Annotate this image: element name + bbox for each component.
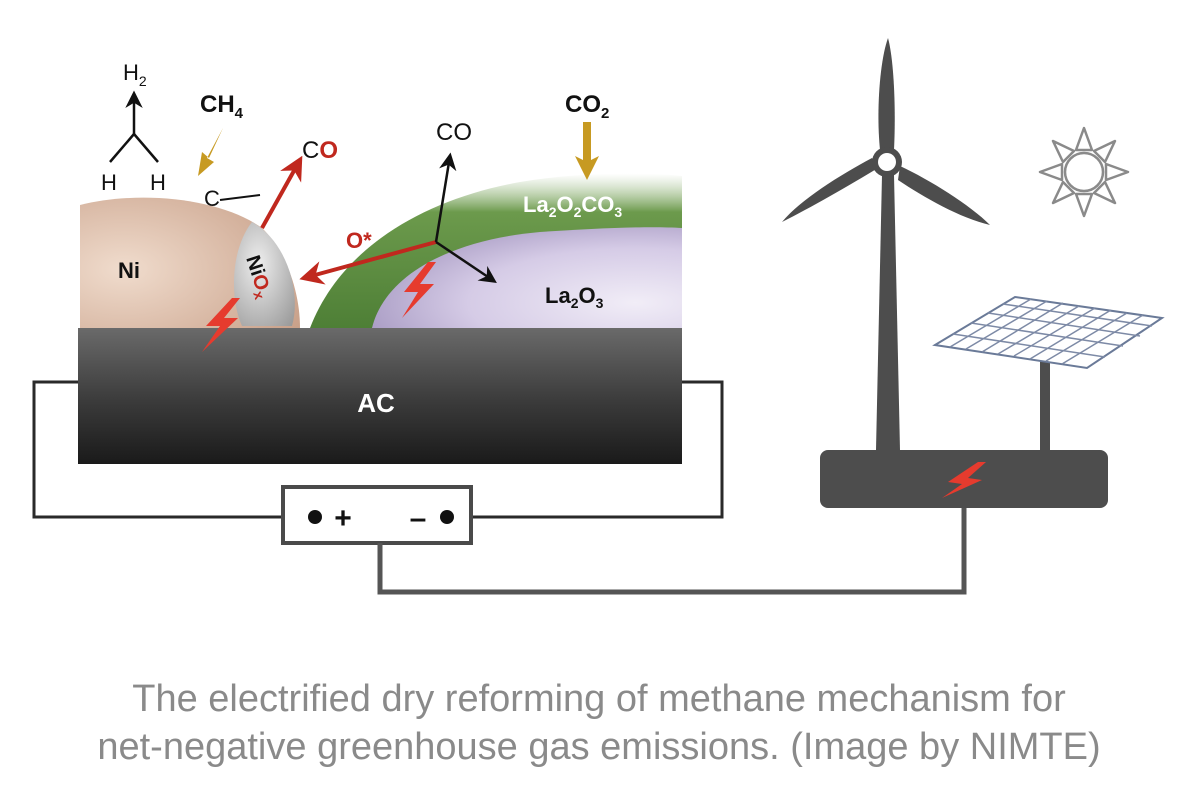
ac-support [78, 328, 682, 464]
h2-label: H2 [123, 60, 147, 89]
co-up-arrow [434, 152, 457, 243]
co2-gold-arrow [575, 122, 599, 180]
h-left-label: H [101, 170, 117, 195]
wire-right [447, 380, 724, 519]
o-star-label: O* [346, 228, 372, 253]
carbon-label: C [204, 186, 220, 211]
caption-line-1: The electrified dry reforming of methane… [132, 678, 1066, 720]
ac-label: AC [357, 388, 395, 418]
h-bond-left [109, 133, 135, 163]
caption-line-2: net-negative greenhouse gas emissions. (… [97, 726, 1101, 768]
wind-turbine-icon [782, 38, 990, 450]
svg-text:La2O2CO3: La2O2CO3 [523, 192, 622, 220]
la2o2co3-label: La2O2CO3 [523, 192, 622, 220]
co-right-label: CO [436, 119, 472, 146]
plus-sign: + [334, 502, 352, 535]
o-down-arrow [435, 240, 497, 283]
co-left-label: CO [302, 137, 338, 164]
co2-label: CO2 [565, 91, 609, 122]
h-right-label: H [150, 170, 166, 195]
svg-text:CO2: CO2 [565, 91, 609, 122]
solar-panel-icon [932, 295, 1165, 450]
minus-sign: – [410, 502, 427, 535]
lightning-icon-station [942, 462, 986, 498]
o-star-arrow [299, 240, 437, 285]
niox-to-co-arrow [260, 155, 303, 229]
lightning-icon-la [402, 262, 436, 318]
renewable-feed-wire [377, 508, 967, 595]
lightning-icon-ni [202, 298, 240, 352]
sun-icon [1038, 126, 1130, 218]
wire-left [32, 380, 315, 519]
ch4-gold-arrow [198, 128, 223, 176]
h-bond-right [133, 133, 159, 163]
ch4-label: CH4 [200, 91, 244, 122]
svg-text:H2: H2 [123, 60, 147, 89]
svg-text:CO: CO [302, 137, 338, 164]
ni-label: Ni [118, 258, 140, 283]
niox-region [233, 222, 295, 326]
negative-terminal [440, 510, 454, 524]
positive-terminal [308, 510, 322, 524]
svg-text:CH4: CH4 [200, 91, 244, 122]
c-to-co-bond [219, 194, 261, 201]
